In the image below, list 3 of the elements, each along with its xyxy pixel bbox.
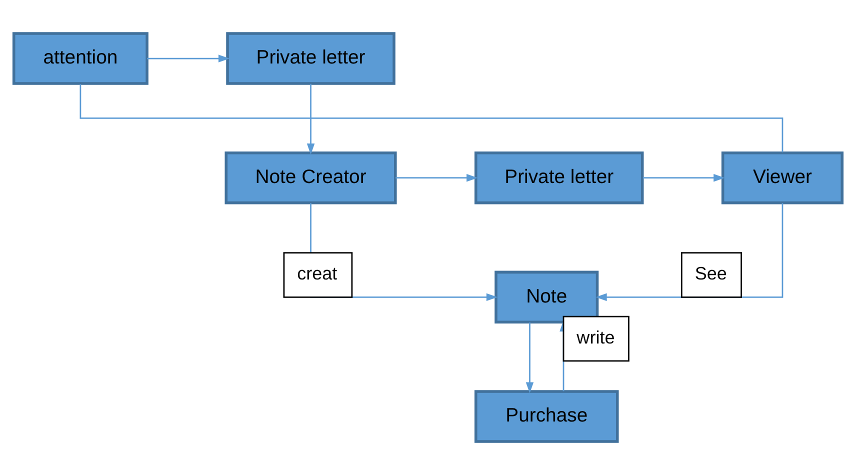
edge-label: See [694,264,727,284]
edge-label: write [576,327,615,348]
edge-label: creat [297,264,338,284]
